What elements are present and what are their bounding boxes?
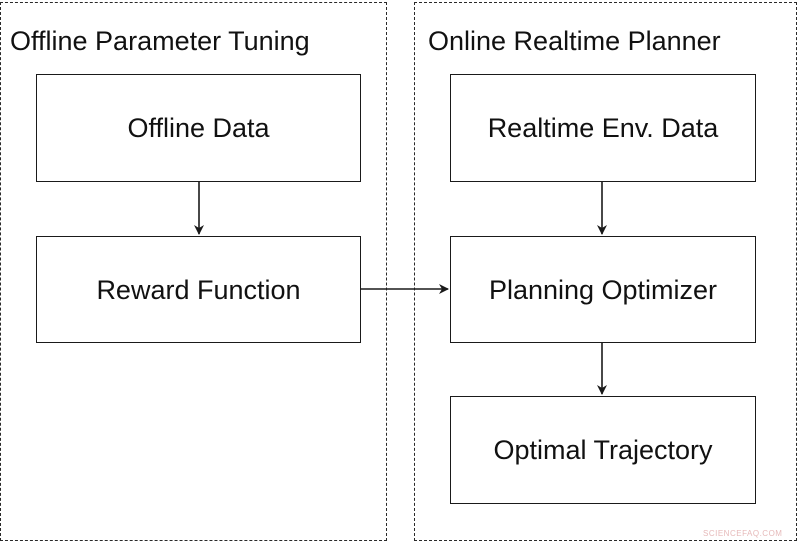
offline-data-label: Offline Data [127, 113, 270, 143]
realtime-env-data-label: Realtime Env. Data [487, 113, 719, 143]
offline-data-node: Offline Data [36, 74, 361, 182]
offline-parameter-tuning-panel [0, 2, 387, 541]
planning-optimizer-label: Planning Optimizer [488, 274, 718, 305]
online-realtime-planner-panel [414, 2, 797, 541]
realtime-env-data-node: Realtime Env. Data [450, 74, 756, 182]
reward-function-label: Reward Function [96, 274, 301, 305]
optimal-trajectory-node: Optimal Trajectory [450, 396, 756, 504]
offline-panel-title: Offline Parameter Tuning [10, 26, 310, 56]
watermark-text: SCIENCEFAQ.COM [703, 529, 783, 538]
optimal-trajectory-label: Optimal Trajectory [493, 435, 713, 465]
planning-optimizer-node: Planning Optimizer [450, 236, 756, 343]
online-panel-title: Online Realtime Planner [428, 26, 721, 56]
reward-function-node: Reward Function [36, 236, 361, 343]
